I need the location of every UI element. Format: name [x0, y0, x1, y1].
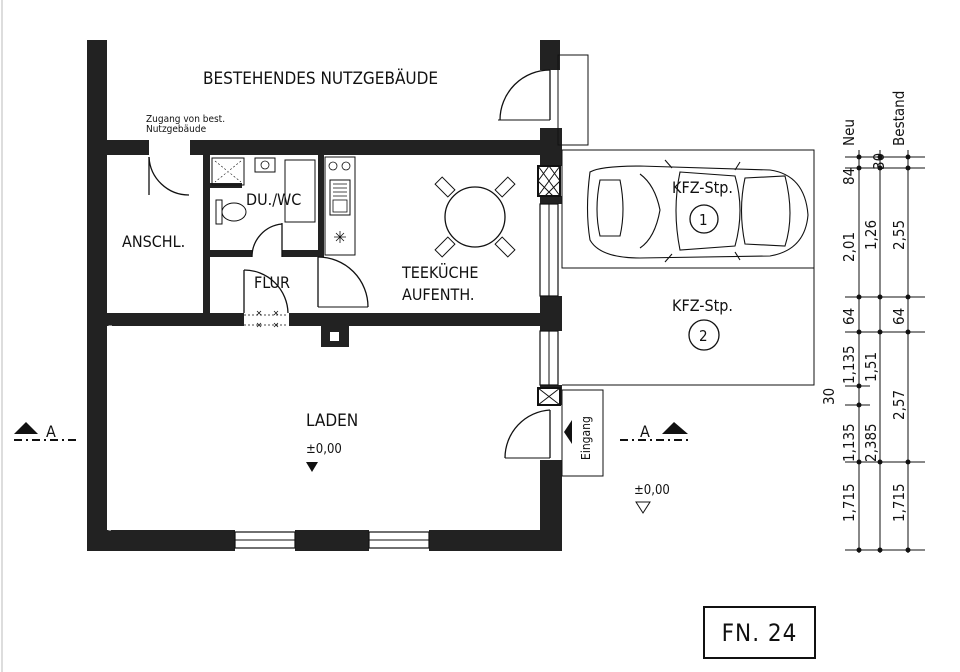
- sheet-label: FN. 24: [703, 606, 816, 659]
- room-label-aufenth: AUFENTH.: [402, 285, 474, 304]
- dim-neu-3: 64: [840, 308, 858, 325]
- room-label-du-wc: DU./WC: [246, 190, 301, 209]
- dim-neu-2: 2,01: [840, 232, 858, 262]
- level-marker-icon: [306, 462, 318, 472]
- room-label-laden: LADEN: [306, 411, 358, 431]
- access-note-line2: Nutzgebäude: [146, 124, 207, 135]
- dim-header-bestand: Bestand: [890, 91, 908, 146]
- laden-level: ±0,00: [306, 442, 342, 457]
- dim-neu-4: 1,135: [840, 345, 858, 384]
- parking-label-2: KFZ-Stp.: [672, 296, 733, 315]
- dim-neu-1: 84: [840, 168, 858, 185]
- dim-neu-6: 1,135: [840, 423, 858, 462]
- room-label-flur: FLUR: [254, 273, 290, 292]
- outside-level: ±0,00: [634, 483, 670, 498]
- dim-header-neu: Neu: [840, 119, 858, 146]
- dim-bestand-2: 64: [890, 308, 908, 325]
- car-icon: [586, 159, 809, 263]
- room-label-anschl: ANSCHL.: [122, 232, 185, 251]
- section-marker-right: A: [640, 422, 650, 441]
- level-marker-outline-icon: [635, 501, 651, 514]
- parking-area: [561, 149, 815, 386]
- doors: [148, 54, 604, 477]
- dim-bestand-4: 1,715: [890, 483, 908, 522]
- dim-mid-4: 2,385: [862, 423, 880, 462]
- entrance-label: Eingang: [579, 416, 593, 460]
- room-label-teekueche: TEEKÜCHE: [401, 263, 479, 282]
- parking-label-1: KFZ-Stp.: [672, 178, 733, 197]
- dim-mid-3: 1,51: [862, 352, 880, 382]
- section-markers: [14, 420, 688, 514]
- fixtures: [211, 156, 516, 328]
- parking-number-2: 2: [699, 327, 708, 345]
- window-frames: [234, 165, 561, 549]
- dim-bestand-3: 2,57: [890, 390, 908, 420]
- dim-bestand-1: 2,55: [890, 220, 908, 250]
- dim-neu-7: 1,715: [840, 483, 858, 522]
- existing-building-label: BESTEHENDES NUTZGEBÄUDE: [203, 68, 438, 89]
- dim-neu-5: 30: [820, 388, 838, 405]
- access-note-line1: Zugang von best.: [146, 114, 225, 125]
- dim-mid-2: 1,26: [862, 220, 880, 250]
- dimension-dots: [856, 154, 911, 553]
- dim-mid-1: 30: [870, 153, 888, 170]
- section-marker-left: A: [46, 422, 56, 441]
- entrance-arrow-icon: [564, 420, 572, 444]
- parking-number-1: 1: [699, 211, 708, 229]
